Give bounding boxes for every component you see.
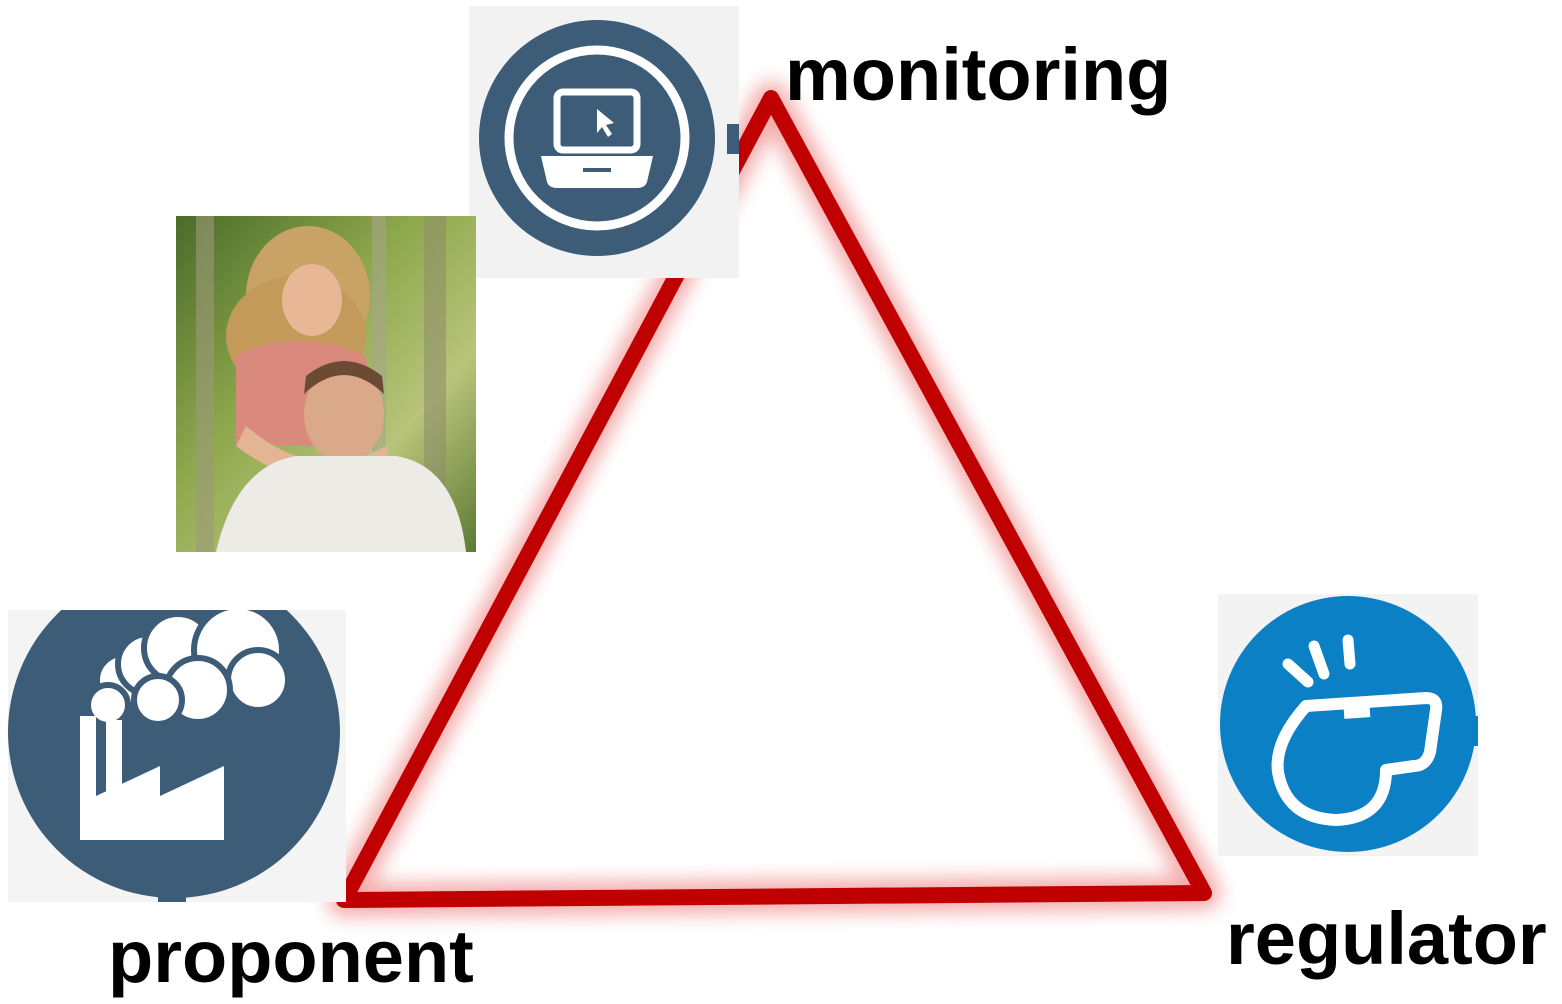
- monitoring-label: monitoring: [785, 33, 1172, 116]
- factory-smoke-icon: [8, 610, 340, 902]
- monitoring-icon-tile: [469, 6, 739, 278]
- family-photo: [176, 216, 476, 552]
- laptop-cursor-icon: [479, 20, 739, 256]
- proponent-icon-tile: [8, 610, 346, 902]
- whistle-icon: [1220, 596, 1478, 852]
- regulator-icon-tile: [1218, 594, 1478, 856]
- proponent-label: proponent: [108, 915, 474, 998]
- regulator-label: regulator: [1226, 897, 1547, 980]
